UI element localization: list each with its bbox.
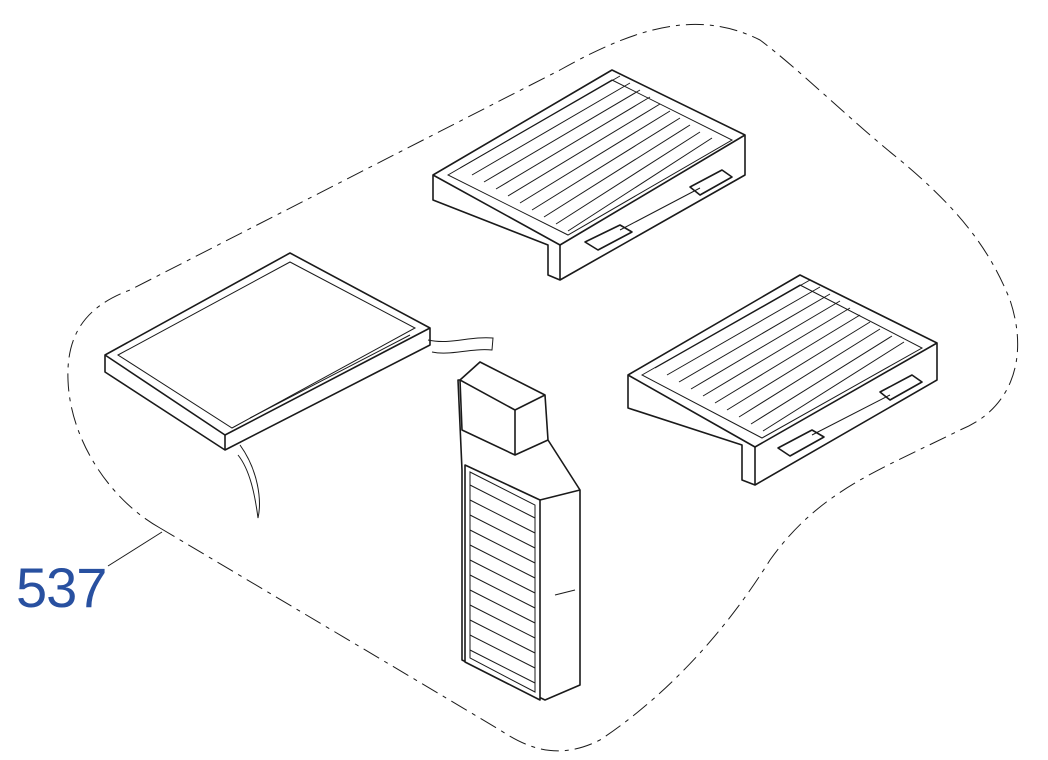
group-outline <box>67 23 1019 752</box>
part-number-label: 537 <box>16 556 107 619</box>
pleated-cabin-filter-right <box>627 274 938 486</box>
pleated-cabin-filter-top <box>432 69 746 281</box>
vertical-duct-filter <box>457 361 581 701</box>
flat-cabin-filter <box>104 252 494 519</box>
leader-line <box>107 531 163 567</box>
